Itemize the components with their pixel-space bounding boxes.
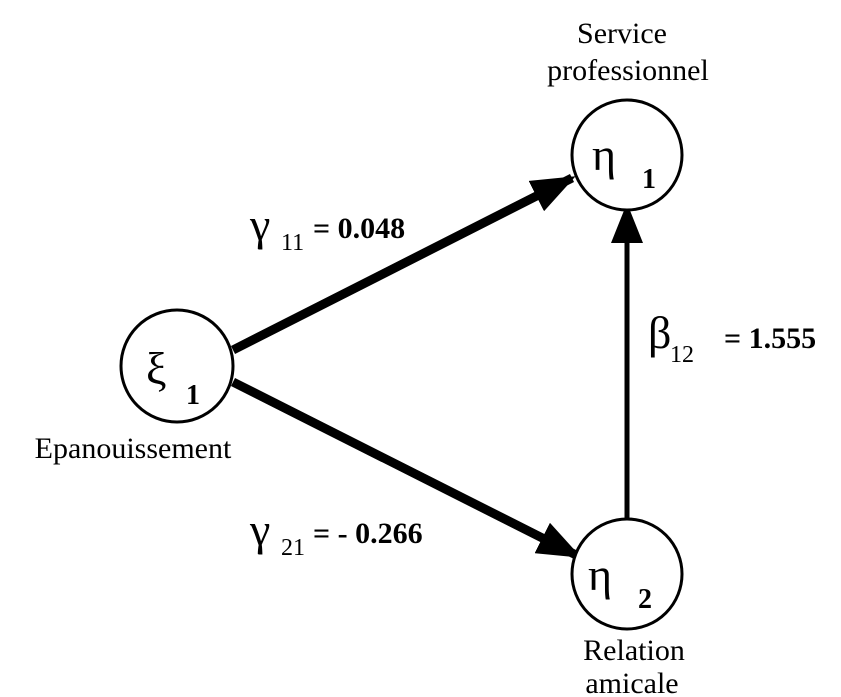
node-eta1-symbol: η	[592, 129, 616, 180]
node-xi1: ξ 1 Epanouissement	[35, 308, 235, 465]
node-xi1-caption: Epanouissement	[35, 432, 232, 465]
node-eta1-subscript: 1	[642, 164, 656, 195]
node-xi1-subscript: 1	[186, 380, 200, 411]
edge-gamma21-arrow	[230, 377, 582, 561]
edge-beta12-subscript: 12	[670, 342, 694, 368]
edge-beta12-value: = 1.555	[724, 322, 816, 355]
node-eta2-caption-line1: Relation	[583, 634, 685, 667]
edge-gamma11-symbol: γ	[249, 199, 270, 250]
edge-gamma21-subscript: 21	[281, 535, 305, 561]
node-eta2-subscript: 2	[638, 584, 652, 615]
edge-gamma21-value: = - 0.266	[313, 517, 423, 550]
edge-gamma21-symbol: γ	[249, 504, 270, 555]
edge-gamma21-label: γ 21 = - 0.266	[249, 504, 423, 561]
edge-beta12-label: β 12 = 1.555	[648, 307, 816, 368]
edge-gamma11-label: γ 11 = 0.048	[249, 199, 405, 256]
node-eta1-caption-line2: professionnel	[547, 54, 709, 87]
node-eta2-caption-line2: amicale	[585, 667, 678, 697]
edge-beta12-symbol: β	[648, 307, 671, 358]
node-xi1-symbol: ξ	[146, 343, 167, 394]
edge-gamma11-value: = 0.048	[313, 212, 405, 245]
edge-gamma11-arrow	[230, 173, 576, 355]
node-eta2-symbol: η	[588, 549, 612, 600]
node-eta1: η 1 Service professionnel	[547, 17, 709, 212]
edge-gamma11-subscript: 11	[281, 230, 304, 256]
node-eta2: η 2 Relation amicale	[570, 517, 685, 697]
node-eta1-caption-line1: Service	[577, 17, 667, 50]
